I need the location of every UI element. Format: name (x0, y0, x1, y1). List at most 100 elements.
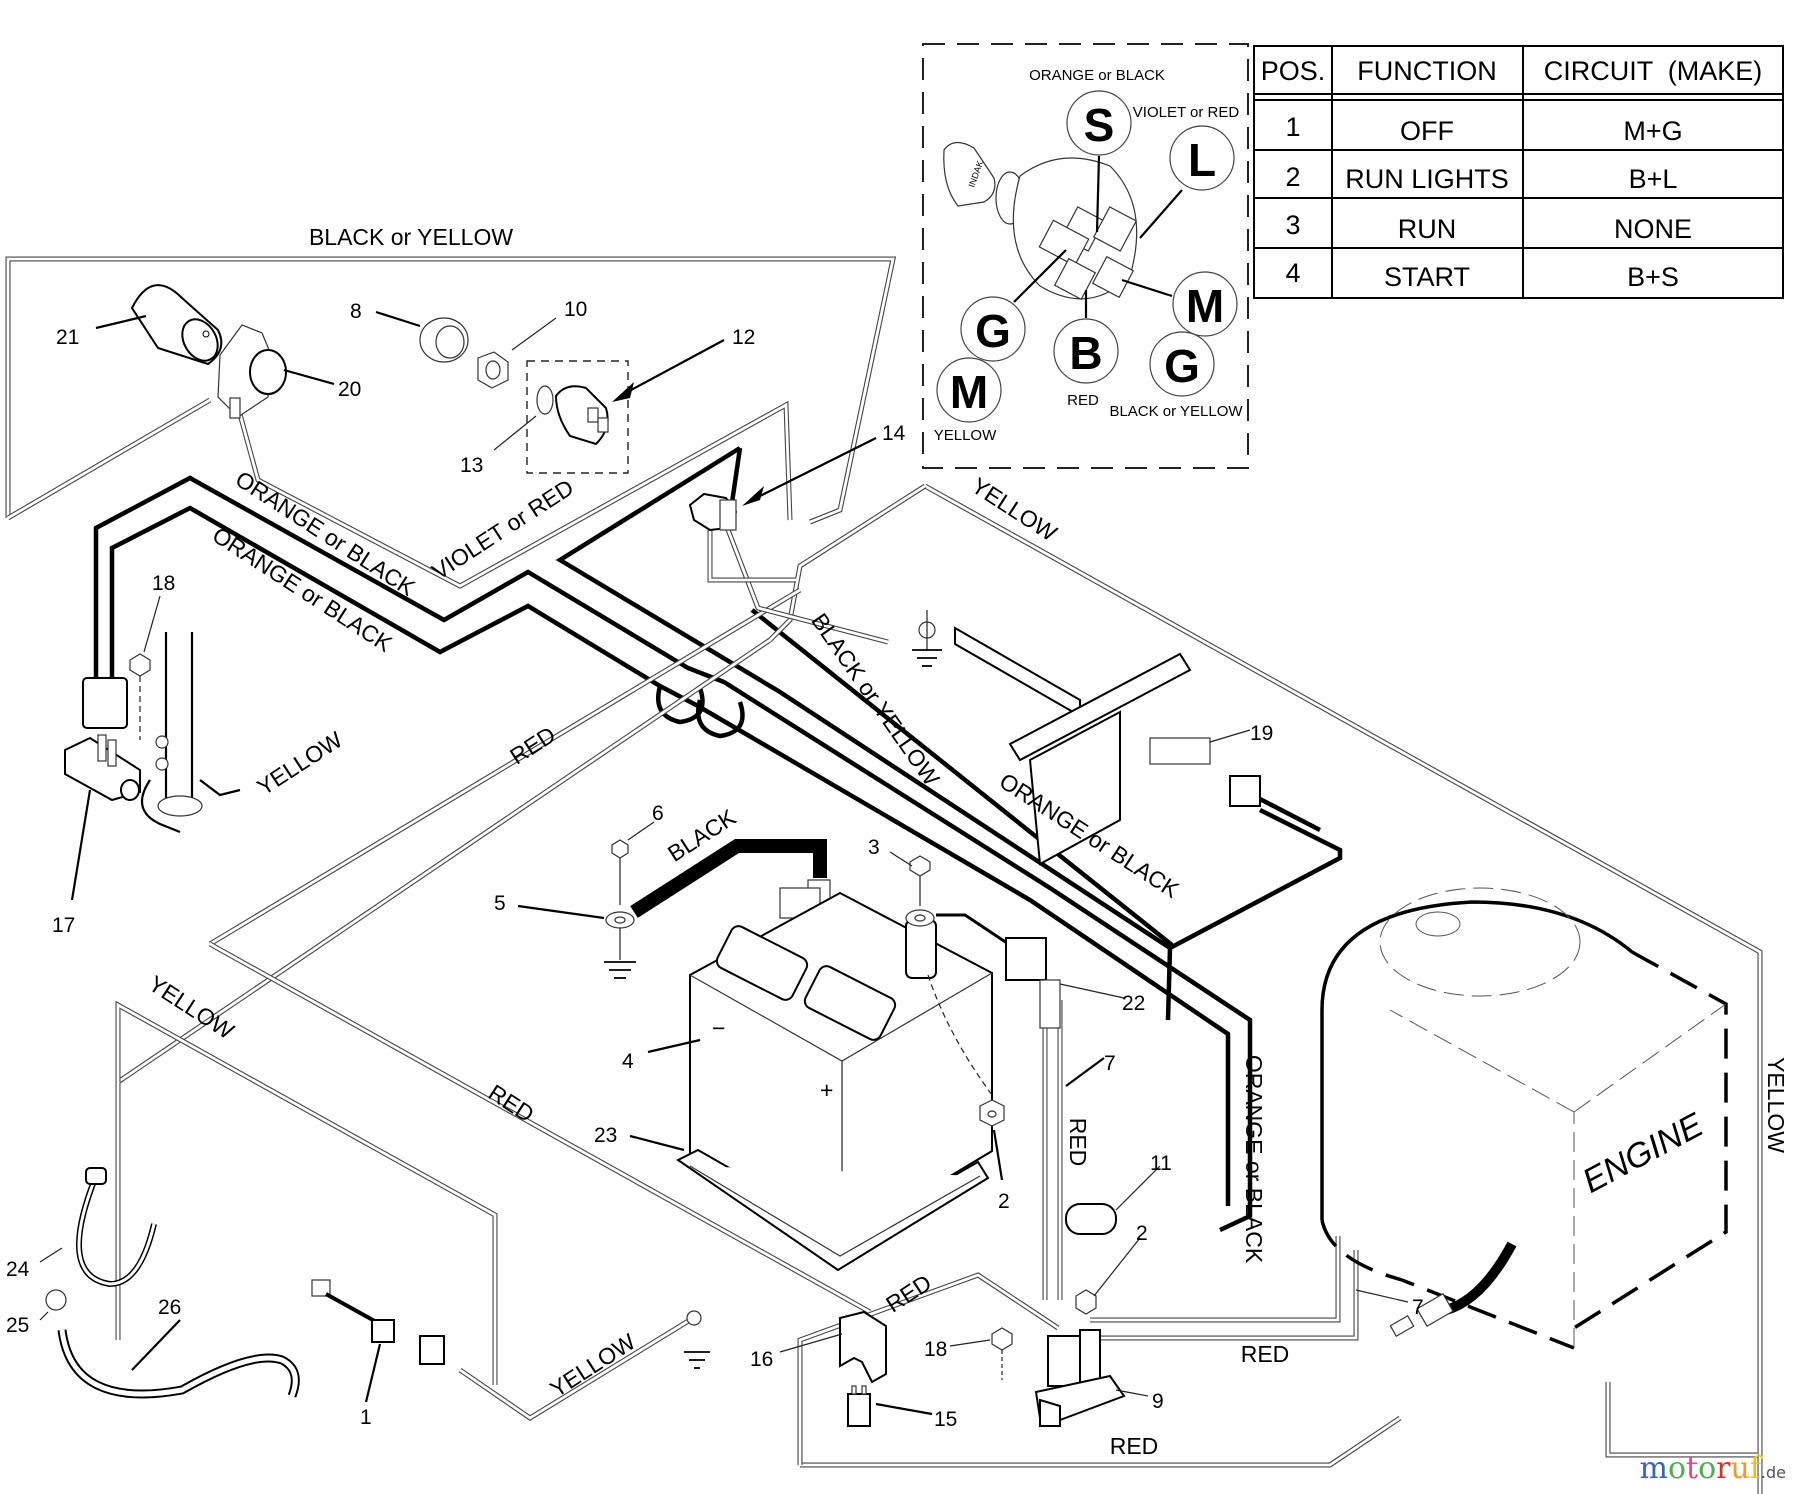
callout-11: 11 (1150, 1152, 1172, 1175)
svg-text:G: G (1164, 340, 1200, 392)
callout-7a: 7 (1104, 1052, 1116, 1075)
svg-text:S: S (1084, 99, 1115, 151)
callout-14: 14 (882, 422, 906, 445)
hose-part-26 (57, 1329, 300, 1399)
logo-letter: t (1686, 1451, 1699, 1486)
table-row: 1 OFF M+G (1285, 112, 1682, 146)
callout-13: 13 (460, 454, 483, 477)
bracket-part (954, 626, 1192, 866)
svg-text:B+L: B+L (1629, 164, 1678, 194)
svg-text:B+S: B+S (1627, 262, 1679, 292)
table-row: 4 START B+S (1285, 258, 1678, 292)
battery-tray-part-23 (676, 1148, 990, 1272)
callout-16: 16 (750, 1348, 773, 1371)
label-red-right-of-9: RED (1241, 1341, 1290, 1367)
bolt-part-3 (905, 855, 935, 927)
engine-label: ENGINE (1576, 1106, 1709, 1201)
red-cable-part-22 (936, 913, 1061, 1029)
seat-switch-part-17 (64, 677, 141, 802)
svg-text:M: M (1186, 280, 1224, 332)
callout-6: 6 (652, 802, 664, 825)
ignition-switch-body (1012, 157, 1138, 301)
clamp-part-25 (45, 1289, 67, 1311)
logo-letter: u (1730, 1451, 1750, 1486)
terminal-m-left: M (936, 357, 1002, 423)
callout-18b: 18 (924, 1338, 947, 1361)
logo-letter: o (1667, 1451, 1686, 1486)
terminal-m-right: M (1172, 271, 1238, 337)
engine-block: ENGINE (1320, 887, 1728, 1350)
svg-text:START: START (1384, 262, 1470, 292)
harness-part-24 (76, 1167, 157, 1288)
label-orange-or-black-upper: ORANGE or BLACK (231, 466, 420, 602)
ground-part-5-6 (605, 839, 635, 960)
callout-2a: 2 (998, 1190, 1010, 1213)
callout-22: 22 (1122, 992, 1145, 1015)
label-yellow-right-vertical: YELLOW (1763, 1057, 1789, 1153)
ground-ring-terminal (918, 610, 936, 650)
callout-15: 15 (934, 1408, 957, 1431)
callout-1: 1 (360, 1406, 372, 1429)
label-red-bottom: RED (1110, 1433, 1159, 1459)
battery-negative-mark: − (712, 1015, 725, 1041)
battery-positive-mark: + (820, 1077, 833, 1103)
callout-25: 25 (6, 1314, 29, 1337)
svg-text:3: 3 (1285, 210, 1300, 240)
interlock-switch-part-19 (1149, 737, 1261, 807)
fuse-part-15 (847, 1385, 871, 1427)
connector-part-1 (311, 1279, 445, 1365)
svg-text:NONE: NONE (1614, 214, 1692, 244)
switch-function-table: POS. FUNCTION CIRCUIT (MAKE) 1 OFF M+G 2… (1253, 45, 1784, 299)
spark-plug-wire (1389, 1241, 1517, 1338)
callout-17: 17 (52, 914, 75, 937)
terminal-s: S (1066, 90, 1132, 156)
callout-9: 9 (1152, 1390, 1164, 1413)
callout-numbers: 21 20 8 10 12 13 14 18 17 6 5 3 4 23 2 2… (6, 298, 1424, 1431)
svg-text:2: 2 (1285, 162, 1300, 192)
callout-3: 3 (868, 836, 880, 859)
bulb-part-21 (130, 284, 223, 366)
logo-letter: f (1749, 1451, 1761, 1486)
inset-label-m-wire: YELLOW (934, 427, 997, 444)
battery-part-4: − + (689, 891, 993, 1243)
motoruf-watermark-logo: motoruf.de (1639, 1451, 1786, 1486)
ground-symbol-bottom (684, 1351, 710, 1369)
callout-5: 5 (494, 892, 506, 915)
screw-part-18a (129, 653, 151, 740)
terminal-l: L (1169, 125, 1235, 191)
callout-24: 24 (6, 1258, 30, 1281)
nut-part-2b (1075, 1289, 1097, 1315)
solenoid-part-9 (1034, 1329, 1126, 1427)
callout-21: 21 (56, 326, 79, 349)
callout-4: 4 (622, 1050, 634, 1073)
thin-leads (115, 483, 1763, 1494)
label-violet-or-red: VIOLET or RED (427, 474, 578, 585)
headlight-wire (6, 384, 793, 589)
callout-12: 12 (732, 326, 755, 349)
logo-letter: o (1698, 1451, 1717, 1486)
screw-part-18b (991, 1327, 1013, 1380)
table-header-function: FUNCTION (1357, 56, 1496, 86)
leader-lines (39, 310, 1409, 1416)
svg-text:OFF: OFF (1400, 116, 1454, 146)
fuse-holder-part-16 (839, 1310, 887, 1384)
dashboard-panel-outline (5, 256, 897, 525)
table-header-circuit: CIRCUIT (MAKE) (1544, 56, 1763, 86)
svg-text:L: L (1188, 134, 1216, 186)
ground-symbol-battery (604, 961, 636, 979)
callout-10: 10 (564, 298, 587, 321)
callout-7b: 7 (1412, 1296, 1424, 1319)
terminal-g-right: G (1149, 331, 1215, 397)
label-orange-or-black-vertical: ORANGE or BLACK (1241, 1055, 1267, 1264)
orange-black-wires (93, 446, 1343, 1233)
cover-part-11 (1065, 1203, 1117, 1235)
callout-19: 19 (1250, 722, 1273, 745)
terminal-b: B (1053, 318, 1119, 384)
callout-26: 26 (158, 1296, 181, 1319)
label-black-or-yellow-top: BLACK or YELLOW (309, 224, 513, 250)
black-battery-cable (630, 839, 831, 919)
label-yellow-left: YELLOW (252, 726, 347, 800)
svg-text:B: B (1069, 327, 1102, 379)
callout-2b: 2 (1136, 1222, 1148, 1245)
